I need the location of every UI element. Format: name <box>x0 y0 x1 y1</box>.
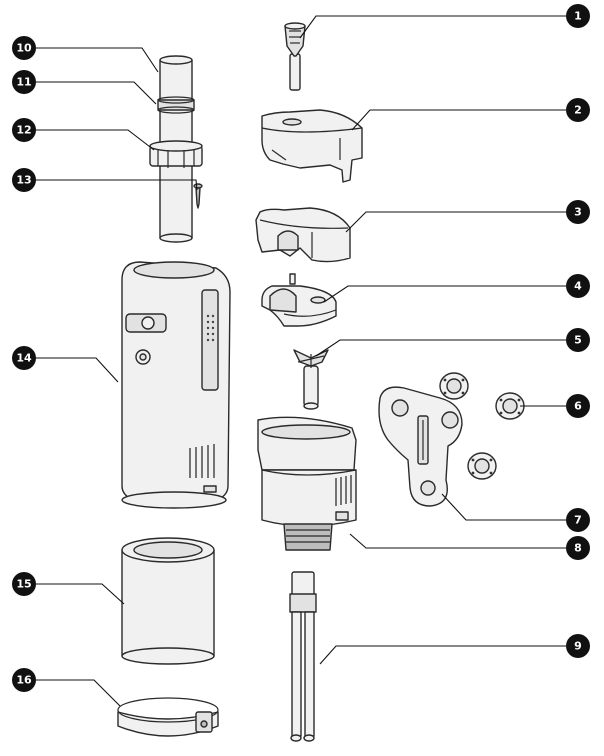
leader-8 <box>349 533 566 549</box>
part-2-top-cover <box>261 109 363 183</box>
callout-1: 1 <box>566 4 590 28</box>
leader-4 <box>323 285 566 303</box>
leader-10 <box>36 47 159 73</box>
callout-16: 16 <box>12 668 36 692</box>
callout-12: 12 <box>12 118 36 142</box>
svg-text:9: 9 <box>574 640 582 653</box>
callout-2: 2 <box>566 98 590 122</box>
callout-5: 5 <box>566 328 590 352</box>
callout-9: 9 <box>566 634 590 658</box>
callout-11: 11 <box>12 70 36 94</box>
svg-text:15: 15 <box>16 578 31 591</box>
callout-7: 7 <box>566 508 590 532</box>
svg-text:3: 3 <box>574 206 582 219</box>
part-1-nozzle <box>284 22 306 91</box>
part-5-impeller <box>293 349 329 410</box>
leader-9 <box>319 645 566 665</box>
leader-1 <box>299 15 566 39</box>
svg-text:16: 16 <box>16 674 32 687</box>
callout-4: 4 <box>566 274 590 298</box>
svg-text:12: 12 <box>16 124 31 137</box>
leader-14 <box>36 357 119 383</box>
leader-12 <box>36 129 155 151</box>
callout-10: 10 <box>12 36 36 60</box>
part-6-suction-cups <box>439 372 525 480</box>
leader-15 <box>36 583 125 605</box>
part-13-screw <box>193 183 203 209</box>
part-12-nut <box>149 140 203 168</box>
svg-text:10: 10 <box>16 42 32 55</box>
leader-16 <box>36 679 121 707</box>
part-3-cover-insert <box>255 207 351 263</box>
part-8-motor-housing <box>257 416 357 551</box>
svg-text:14: 14 <box>16 352 32 365</box>
svg-text:5: 5 <box>574 334 582 347</box>
part-14-filter-body <box>121 261 231 509</box>
leader-11 <box>36 81 157 105</box>
svg-text:13: 13 <box>16 174 31 187</box>
part-11-o-ring <box>157 96 195 114</box>
svg-text:11: 11 <box>16 76 31 89</box>
leader-2 <box>351 109 566 131</box>
callout-14: 14 <box>12 346 36 370</box>
part-4-impeller-cover <box>261 273 337 327</box>
leader-3 <box>345 211 566 233</box>
leader-lines <box>36 15 566 707</box>
part-16-base-ring <box>117 697 219 737</box>
svg-text:1: 1 <box>574 10 582 23</box>
leader-5 <box>315 339 566 357</box>
callout-3: 3 <box>566 200 590 224</box>
svg-text:6: 6 <box>574 400 582 413</box>
callout-13: 13 <box>12 168 36 192</box>
callout-badges: 1 2 3 4 5 6 7 8 9 10 11 12 13 14 15 16 <box>12 4 590 692</box>
part-7-mounting-bracket <box>378 386 463 507</box>
callout-15: 15 <box>12 572 36 596</box>
part-9-inlet-tube <box>289 571 317 742</box>
part-15-filter-sponge <box>121 537 215 665</box>
svg-text:8: 8 <box>574 542 582 555</box>
leader-13 <box>36 179 198 191</box>
callout-6: 6 <box>566 394 590 418</box>
callout-8: 8 <box>566 536 590 560</box>
svg-text:4: 4 <box>574 280 582 293</box>
svg-text:7: 7 <box>574 514 582 527</box>
leader-7 <box>441 493 566 521</box>
svg-text:2: 2 <box>574 104 582 117</box>
